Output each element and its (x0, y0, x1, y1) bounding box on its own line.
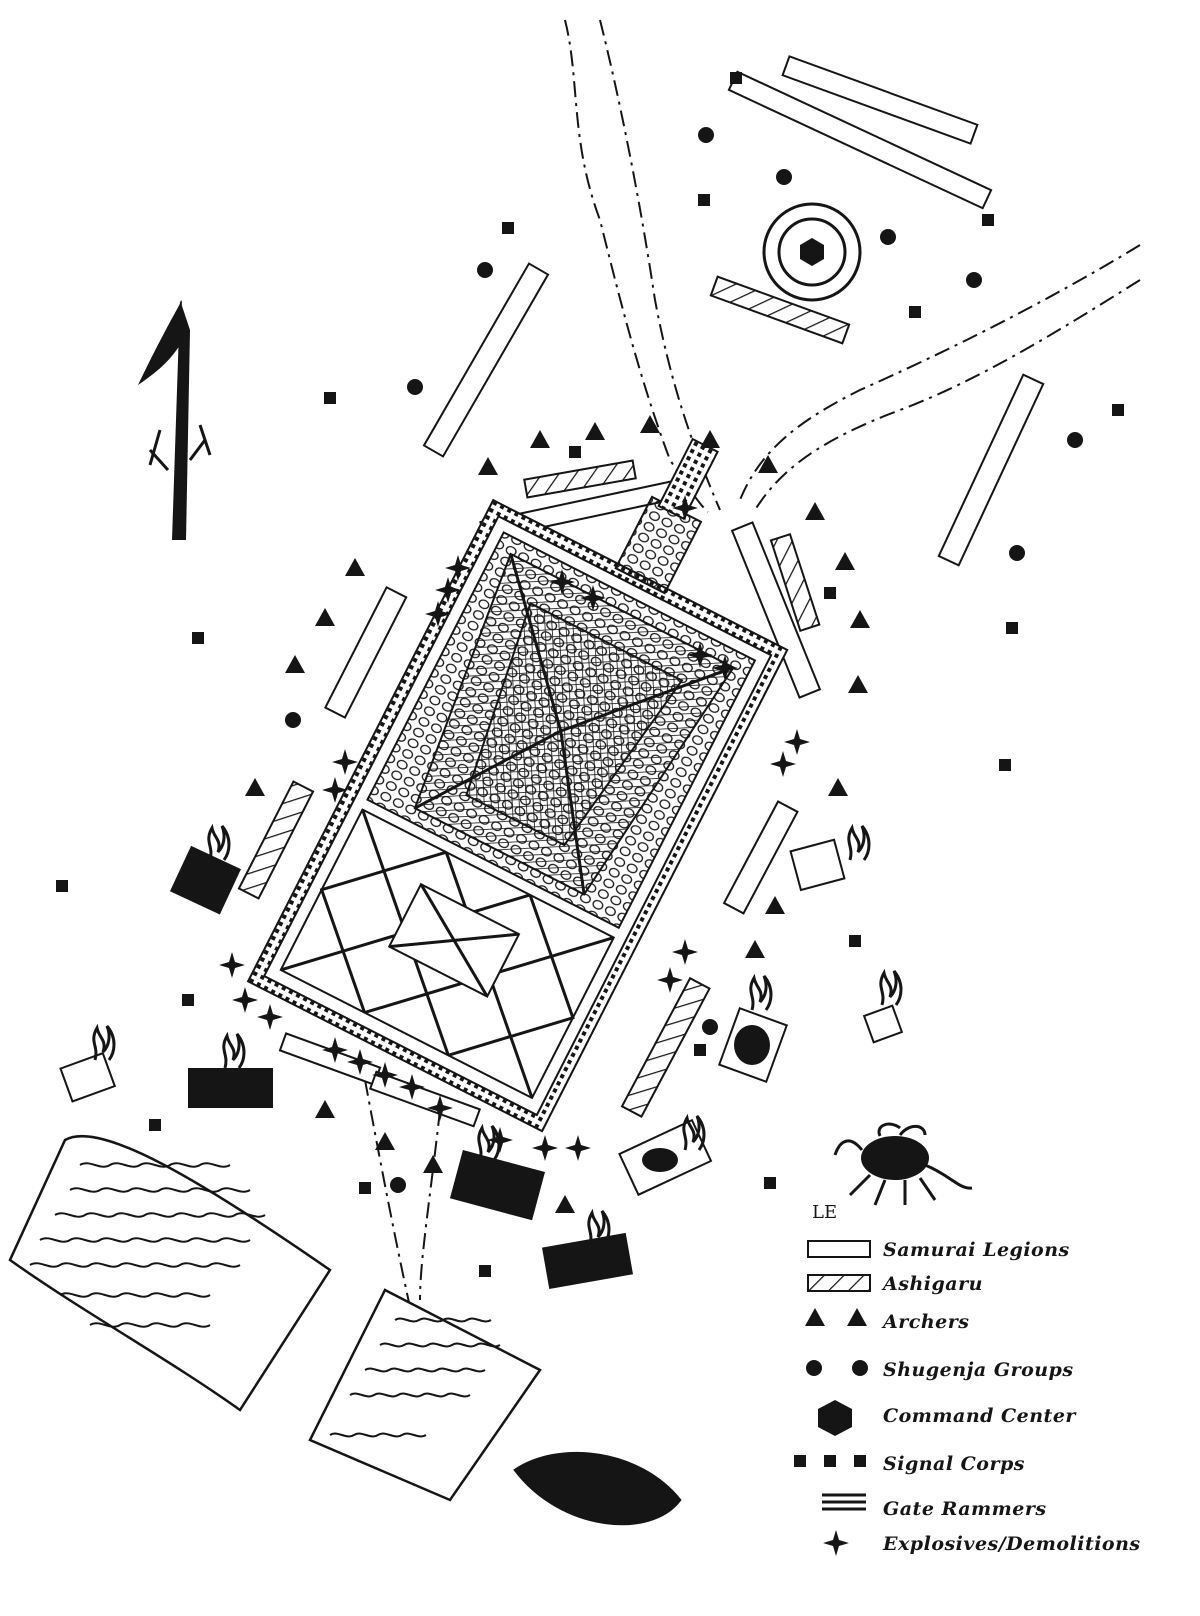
svg-text:Shugenja Groups: Shugenja Groups (883, 1359, 1074, 1381)
north-arrow-icon (138, 300, 212, 540)
burning-scrolls (8, 1134, 682, 1526)
samurai-legions (278, 262, 1045, 1128)
svg-text:Ashigaru: Ashigaru (881, 1273, 983, 1295)
legend-item-command: Command Center (818, 1400, 1077, 1436)
legend-item-gate-rammers: Gate Rammers (822, 1493, 1047, 1520)
command-center-hexagon (800, 238, 824, 266)
legend-item-ashigaru: Ashigaru (807, 1273, 983, 1295)
legend-item-samurai: Samurai Legions (807, 1239, 1070, 1261)
legend-item-shugenja: Shugenja Groups (806, 1359, 1074, 1381)
svg-text:Explosives/Demolitions: Explosives/Demolitions (882, 1533, 1141, 1555)
crab-emblem-icon (833, 1122, 973, 1206)
castle-compound (246, 437, 789, 1133)
svg-text:Samurai Legions: Samurai Legions (883, 1239, 1070, 1261)
svg-text:Archers: Archers (881, 1311, 969, 1333)
svg-text:Signal Corps: Signal Corps (883, 1453, 1025, 1475)
svg-text:Command Center: Command Center (883, 1405, 1077, 1427)
legend-mark: LE (812, 1202, 837, 1223)
svg-text:Gate Rammers: Gate Rammers (883, 1498, 1047, 1520)
command-center-camp (709, 55, 993, 345)
legend: LE Samurai Legions Ashigaru Archers Shug… (794, 1202, 1141, 1556)
legend-item-explosives: Explosives/Demolitions (823, 1530, 1141, 1556)
legend-item-archers: Archers (805, 1308, 969, 1333)
legend-item-signal: Signal Corps (794, 1453, 1025, 1475)
ashigaru-units (237, 459, 821, 1118)
burning-buildings (59, 824, 904, 1289)
